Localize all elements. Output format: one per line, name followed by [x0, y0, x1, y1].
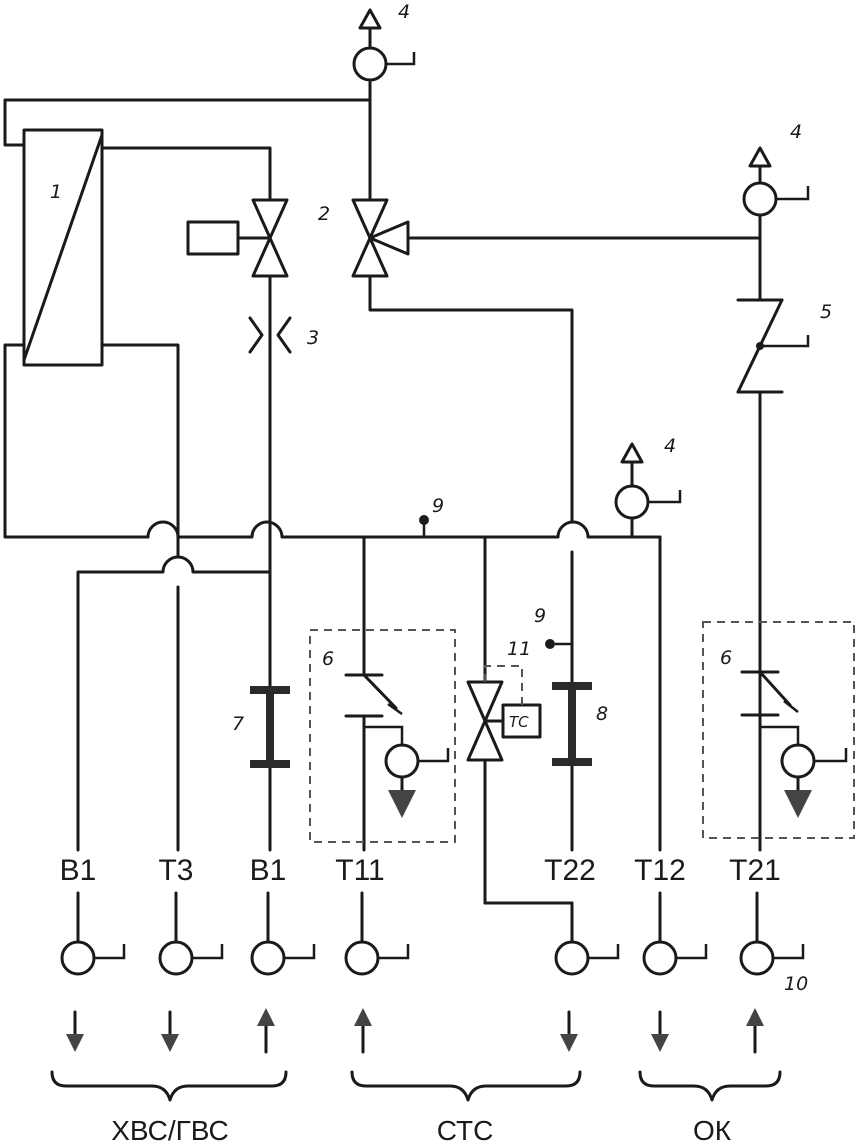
pressure-gauge-4-middle: 4: [614, 435, 682, 539]
group-label-sts: СТС: [437, 1115, 494, 1146]
regulator-valve-11: TC 11: [466, 638, 542, 762]
pipe-code-t11: Т11: [335, 854, 384, 887]
pressure-gauge-4-top: 4: [352, 1, 416, 82]
label-10: 10: [784, 973, 808, 995]
label-4-middle: 4: [664, 435, 676, 457]
group-labels: ХВС/ГВС СТС ОК: [111, 1115, 732, 1146]
cold-water-crossover-line: [76, 555, 272, 852]
label-6-left: 6: [322, 648, 334, 670]
main-supply-line: [146, 520, 662, 539]
flow-arrows: [66, 1008, 764, 1054]
pipe-code-t21: Т21: [729, 854, 781, 887]
label-5: 5: [820, 301, 832, 323]
group-label-water: ХВС/ГВС: [111, 1115, 229, 1146]
check-valve-5: 5: [736, 298, 832, 394]
pressure-gauge-4-right: 4: [742, 121, 810, 217]
pipe-code-t12: Т12: [634, 854, 686, 887]
label-2: 2: [318, 203, 330, 225]
label-3: 3: [307, 327, 319, 349]
pipe-code-b1: В1: [250, 854, 287, 887]
pipe-code-t22: Т22: [544, 854, 596, 887]
label-9-t22: 9: [534, 605, 546, 627]
label-6-right: 6: [720, 647, 732, 669]
label-4-right: 4: [790, 121, 802, 143]
bottom-gauges: 10: [60, 891, 808, 995]
exchanger-pipes: [3, 98, 372, 559]
top-vertical-line: [368, 80, 574, 852]
controller-label: TC: [509, 713, 529, 731]
pipe-code-b1-left: В1: [60, 854, 97, 887]
bypass-line-11: [483, 535, 574, 905]
pump-unit-6-right: 6: [702, 621, 855, 839]
temperature-sensor-9-t22: 9: [534, 605, 572, 649]
filter-7: 7: [232, 686, 290, 768]
group-braces: [50, 1070, 782, 1102]
label-9-main: 9: [432, 495, 444, 517]
group-label-ok: ОК: [693, 1115, 732, 1146]
pipe-code-t3: Т3: [158, 854, 193, 887]
control-valve-2: 2: [186, 198, 330, 278]
label-1: 1: [50, 181, 62, 203]
label-11: 11: [507, 638, 531, 660]
pump-unit-6-left: 6: [309, 629, 456, 843]
pipe-code-labels: В1 Т3 В1 Т11 Т22 Т12 Т21: [60, 854, 781, 887]
filter-8: 8: [552, 682, 608, 766]
label-4-top: 4: [398, 1, 410, 23]
heat-exchanger: [22, 128, 104, 367]
label-7: 7: [232, 713, 244, 735]
orifice-3: 3: [248, 316, 319, 354]
label-8: 8: [596, 703, 608, 725]
temperature-sensor-9-main: 9: [419, 495, 444, 537]
three-way-valve: [351, 198, 762, 278]
